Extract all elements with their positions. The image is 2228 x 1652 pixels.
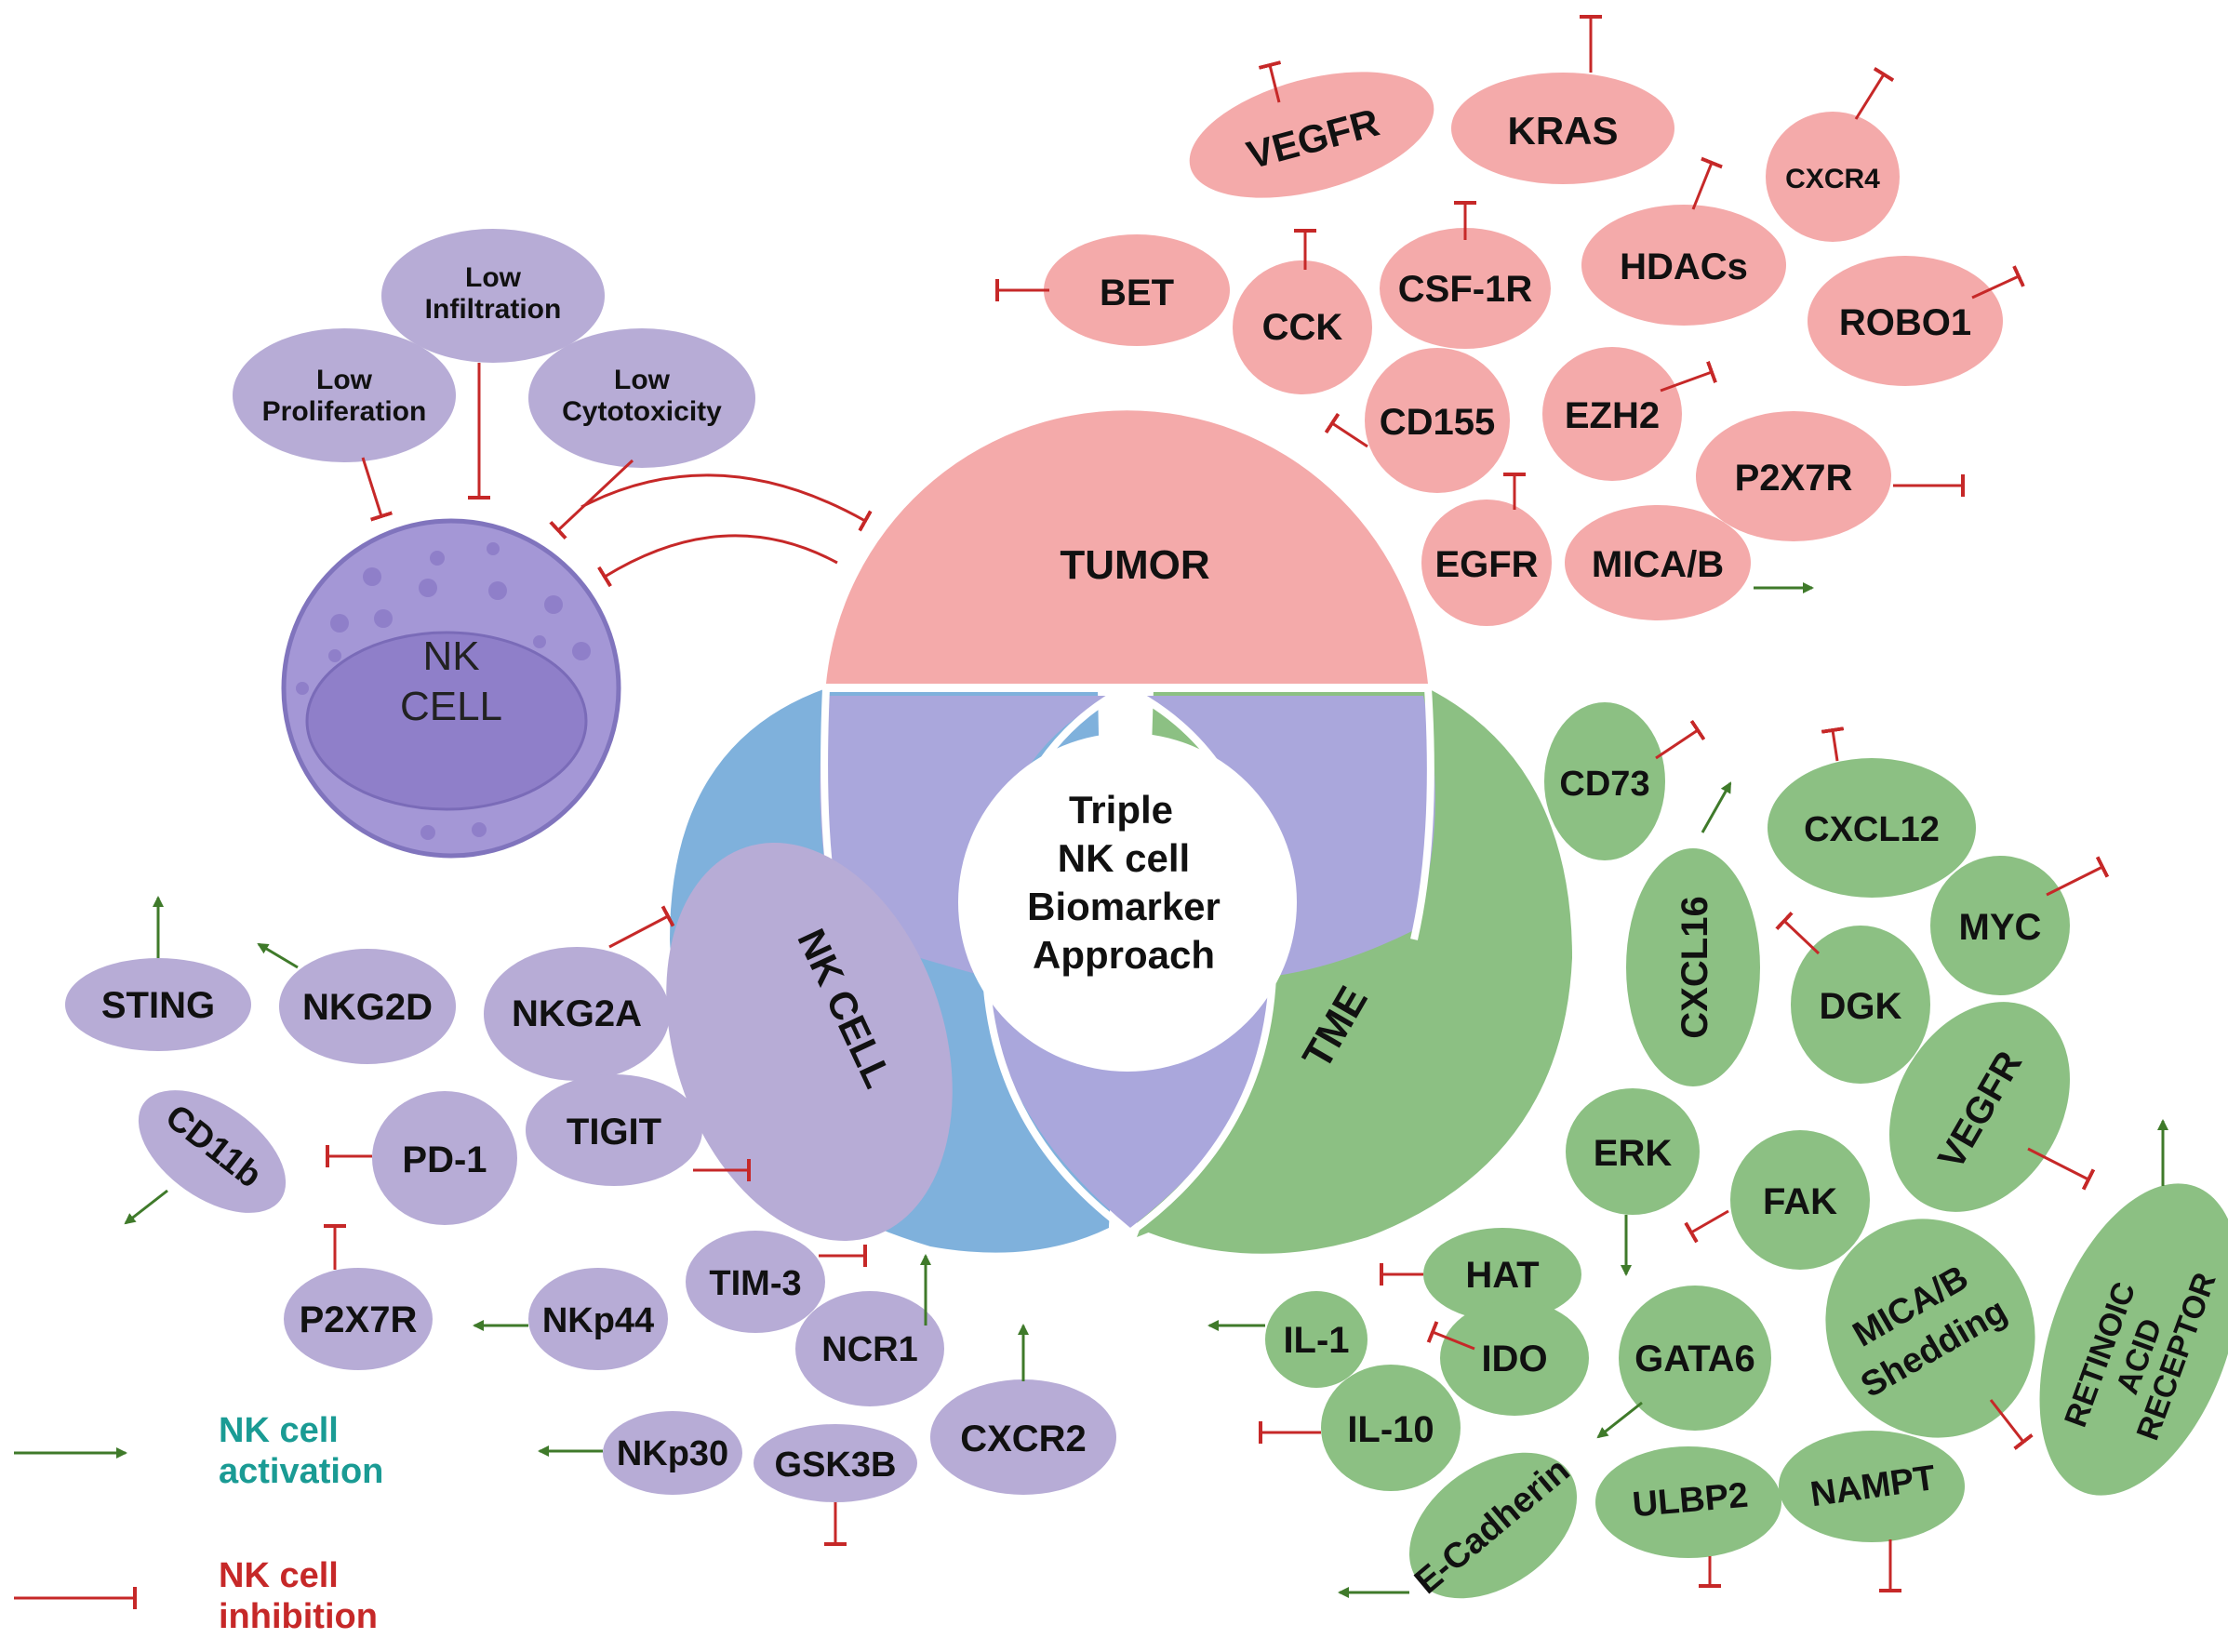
nk-pd1: PD-1 xyxy=(402,1139,487,1180)
tumor-csf1r: CSF-1R xyxy=(1398,269,1533,310)
tumor-hdacs: HDACs xyxy=(1620,246,1748,287)
center-line-2: NK cell xyxy=(1058,836,1190,880)
nk-cell-granules xyxy=(296,542,591,840)
nk-markers: STING NKG2D NKG2A CD11b PD-1 TIGIT P2X7R… xyxy=(65,896,1116,1546)
nk-nkg2a: NKG2A xyxy=(512,993,642,1034)
center-line-4: Approach xyxy=(1033,933,1215,977)
nk-nkp44: NKp44 xyxy=(542,1301,654,1340)
state-proliferation-1: Low xyxy=(316,365,373,395)
nk-cxcr2: CXCR2 xyxy=(960,1419,1087,1459)
tme-markers: CD73 CXCL12 CXCL16 MYC DGK VEGFR ERK FAK… xyxy=(1207,702,2228,1602)
tme-cxcl16: CXCL16 xyxy=(1674,896,1715,1038)
tme-ido: IDO xyxy=(1481,1339,1547,1379)
nk-nkg2d: NKG2D xyxy=(302,987,433,1028)
nk-states: Low Infiltration Low Proliferation Low C… xyxy=(233,229,873,588)
nk-p2x7r: P2X7R xyxy=(300,1299,418,1340)
nk-tim3: TIM-3 xyxy=(709,1264,801,1303)
tumor-cxcr4: CXCR4 xyxy=(1785,164,1880,194)
nk-cell-nucleus xyxy=(305,631,588,811)
nk-ncr1: NCR1 xyxy=(821,1330,917,1369)
nk-gsk3b: GSK3B xyxy=(775,1446,897,1485)
tme-fak: FAK xyxy=(1763,1181,1837,1222)
tumor-markers: VEGFR KRAS CXCR4 BET CCK CSF-1R HDACs RO… xyxy=(995,15,2025,626)
tumor-ezh2: EZH2 xyxy=(1565,395,1660,436)
overlap-top-left xyxy=(820,696,1116,977)
nk-nkp30: NKp30 xyxy=(617,1434,728,1473)
legend: NK cell activation NK cell inhibition xyxy=(14,1411,383,1636)
center-line-1: Triple xyxy=(1069,788,1173,832)
tme-il1: IL-1 xyxy=(1283,1320,1349,1361)
tumor-bet: BET xyxy=(1100,273,1174,313)
legend-activation-1: NK cell xyxy=(219,1411,339,1450)
tumor-p2x7r: P2X7R xyxy=(1735,458,1853,499)
legend-inhibition-1: NK cell xyxy=(219,1556,339,1595)
nk-sting: STING xyxy=(101,985,215,1026)
legend-activation-2: activation xyxy=(219,1452,383,1491)
nk-cell-label-2: CELL xyxy=(400,684,502,729)
center-circle xyxy=(958,733,1297,1072)
state-proliferation-2: Proliferation xyxy=(262,396,427,427)
tumor-cck: CCK xyxy=(1262,307,1343,348)
tme-dgk: DGK xyxy=(1820,986,1902,1027)
tumor-kras: KRAS xyxy=(1507,109,1618,153)
tumor-section xyxy=(826,410,1428,684)
tme-cxcl12: CXCL12 xyxy=(1804,810,1940,849)
legend-inhibition-2: inhibition xyxy=(219,1597,378,1636)
nk-cell-figure: NK CELL xyxy=(281,518,621,859)
state-infiltration-2: Infiltration xyxy=(425,294,562,325)
tumor-micab: MICA/B xyxy=(1592,544,1724,585)
state-infiltration-1: Low xyxy=(465,262,522,293)
nk-cell-ellipse xyxy=(666,843,953,1241)
nk-tigit: TIGIT xyxy=(567,1112,661,1152)
state-cytotoxicity-2: Cytotoxicity xyxy=(562,396,722,427)
tumor-cd155: CD155 xyxy=(1380,402,1496,443)
center-line-3: Biomarker xyxy=(1027,885,1221,928)
tme-hat: HAT xyxy=(1465,1255,1539,1296)
tme-gata6: GATA6 xyxy=(1634,1339,1755,1379)
tumor-label: TUMOR xyxy=(1060,542,1209,588)
state-cytotoxicity-1: Low xyxy=(614,365,671,395)
tme-myc: MYC xyxy=(1959,907,2042,948)
venn-diagram: Triple NK cell Biomarker Approach TUMOR … xyxy=(666,410,1572,1254)
nk-cell-label-1: NK xyxy=(422,633,479,679)
tme-erk: ERK xyxy=(1594,1133,1673,1174)
tumor-egfr: EGFR xyxy=(1434,544,1538,585)
tme-cd73: CD73 xyxy=(1559,765,1649,804)
tme-il10: IL-10 xyxy=(1347,1409,1434,1450)
overlap-top-right xyxy=(1137,696,1435,977)
tumor-robo1: ROBO1 xyxy=(1839,302,1971,343)
